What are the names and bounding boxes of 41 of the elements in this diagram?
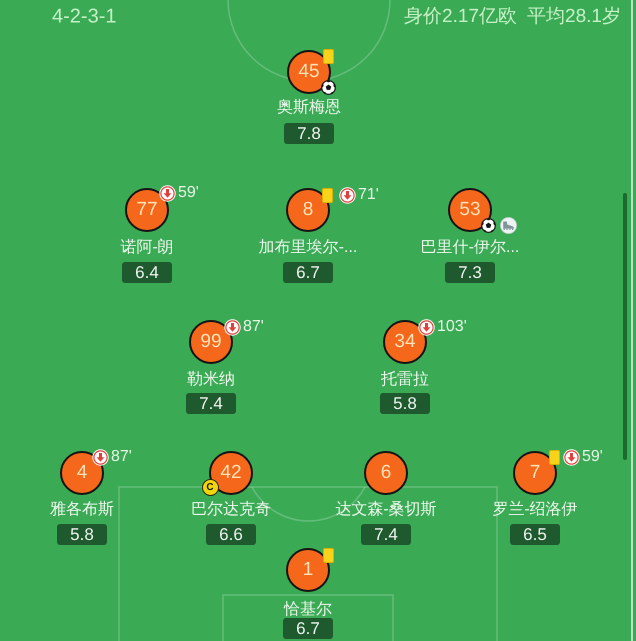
player-name: 雅各布斯 — [50, 500, 114, 520]
rating-tag: 6.7 — [283, 262, 333, 282]
substitution-minute: 103' — [437, 318, 467, 336]
rating-tag: 7.4 — [361, 524, 411, 544]
substitution-minute: 87' — [111, 448, 132, 466]
player-marker: 7 — [513, 451, 557, 495]
rating-tag: 7.8 — [284, 122, 334, 144]
player-marker: 4 — [60, 451, 104, 495]
substitution-minute: 59' — [582, 448, 603, 466]
player-name: 托雷拉 — [381, 370, 429, 390]
rating-tag: 7.4 — [186, 392, 236, 414]
player-marker: 99 — [189, 320, 233, 364]
player-marker: 1 — [286, 548, 330, 592]
player-name: 诺阿-朗 — [120, 238, 174, 258]
player-marker: 6 — [364, 451, 408, 495]
rating-tag: 6.4 — [122, 262, 172, 282]
player-name: 巴尔达克奇 — [191, 500, 271, 520]
rating-tag: 5.8 — [57, 524, 107, 544]
rating-tag: 6.6 — [206, 524, 256, 544]
player-marker: 53 — [448, 188, 492, 232]
player-name: 巴里什-伊尔... — [420, 238, 520, 258]
player-name: 勒米纳 — [187, 370, 235, 390]
formation-label: 4-2-3-1 — [52, 6, 116, 28]
rating-tag: 6.5 — [510, 524, 560, 544]
player-name: 达文森-桑切斯 — [335, 500, 437, 520]
player-name: 罗兰-绍洛伊 — [492, 500, 578, 520]
average-age-label: 平均28.1岁 — [527, 6, 621, 28]
player-name: 恰基尔 — [284, 600, 332, 620]
player-marker: 77 — [125, 188, 169, 232]
rating-tag: 7.3 — [445, 262, 495, 282]
player-marker: 34 — [383, 320, 427, 364]
captain-badge: C — [202, 478, 218, 496]
market-value-label: 身价2.17亿欧 — [404, 6, 517, 28]
player-name: 加布里埃尔-... — [258, 238, 358, 258]
substitution-minute: 71' — [358, 186, 379, 204]
player-name: 奥斯梅恩 — [277, 98, 341, 118]
player-marker: 8 — [286, 188, 330, 232]
rating-tag: 6.7 — [283, 618, 333, 638]
substitution-minute: 87' — [243, 318, 264, 336]
rating-tag: 5.8 — [380, 392, 430, 414]
substitution-minute: 59' — [178, 184, 199, 202]
